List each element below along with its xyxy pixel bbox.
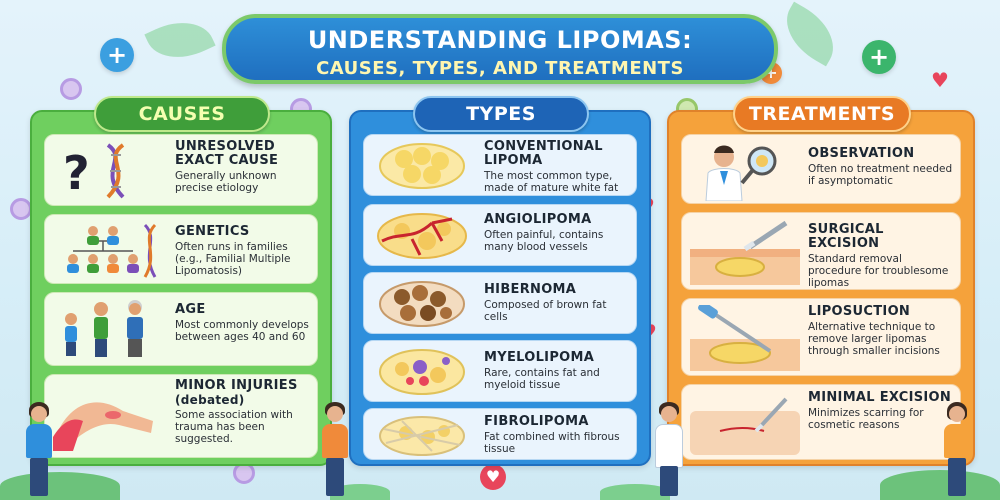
treatment-card-minimal: MINIMAL EXCISION Minimizes scarring for …: [681, 384, 961, 460]
grass-decoration: [330, 484, 390, 500]
treatment-card-surgical: SURGICAL EXCISION Standard removal proce…: [681, 212, 961, 290]
treatment-description: Minimizes scarring for cosmetic reasons: [808, 407, 924, 431]
treatment-card-liposuction: LIPOSUCTION Alternative technique to rem…: [681, 298, 961, 376]
treatments-header: TREATMENTS: [733, 96, 911, 132]
heart-pulse-icon: ♥: [480, 464, 506, 490]
heart-icon: ♥: [931, 68, 949, 92]
svg-text:?: ?: [63, 146, 90, 200]
type-card-myelolipoma: MYELOLIPOMA Rare, contains fat and myelo…: [363, 340, 637, 402]
types-column: TYPES CONVENTIONAL LIPOMA The most commo…: [349, 96, 651, 466]
leaf-decoration: [774, 1, 846, 67]
cell-decoration: [60, 78, 82, 100]
cause-description: Often runs in families (e.g., Familial M…: [175, 241, 291, 277]
cause-card-injuries: MINOR INJURIES (debated) Some associatio…: [44, 374, 318, 458]
treatment-title: OBSERVATION: [808, 146, 915, 161]
page-title: UNDERSTANDING LIPOMAS:: [307, 26, 693, 54]
cause-card-age: AGE Most commonly develops between ages …: [44, 292, 318, 366]
cause-title: AGE: [175, 302, 206, 317]
type-description: The most common type, made of mature whi…: [484, 170, 619, 194]
brown-fat-cells-icon: [372, 279, 472, 329]
doctor-figure-illustration: [652, 402, 686, 498]
treatment-title: MINIMAL EXCISION: [808, 390, 952, 405]
cause-description: Generally unknown precise etiology: [175, 170, 277, 194]
type-card-angiolipoma: ANGIOLIPOMA Often painful, contains many…: [363, 204, 637, 266]
fibrous-fat-icon: [372, 415, 472, 457]
treatment-card-observation: OBSERVATION Often no treatment needed if…: [681, 134, 961, 204]
cause-description: Most commonly develops between ages 40 a…: [175, 319, 309, 343]
type-title: FIBROLIPOMA: [484, 414, 589, 429]
cause-subtitle: (debated): [175, 393, 245, 407]
treatment-description: Often no treatment needed if asymptomati…: [808, 163, 953, 187]
type-description: Rare, contains fat and myeloid tissue: [484, 367, 600, 391]
small-incision-icon: [690, 391, 800, 455]
treatment-description: Standard removal procedure for troubleso…: [808, 253, 949, 289]
type-description: Often painful, contains many blood vesse…: [484, 229, 604, 253]
woman-with-clipboard-illustration: [940, 402, 974, 498]
treatment-title: SURGICAL EXCISION: [808, 222, 884, 251]
age-people-icon: [53, 299, 153, 361]
doctor-magnifier-icon: [690, 141, 790, 202]
question-dna-icon: ?: [53, 141, 153, 200]
myeloid-tissue-icon: [372, 347, 472, 397]
cause-card-unresolved: ? UNRESOLVED EXACT CAUSE Generally unkno…: [44, 134, 318, 206]
cause-title: MINOR INJURIES: [175, 378, 298, 393]
page-subtitle: CAUSES, TYPES, AND TREATMENTS: [316, 58, 684, 79]
leaf-decoration: [144, 9, 216, 71]
type-title: HIBERNOMA: [484, 282, 577, 297]
type-title: CONVENTIONAL LIPOMA: [484, 139, 603, 168]
woman-figure-illustration: [22, 402, 56, 498]
type-title: MYELOLIPOMA: [484, 350, 595, 365]
cell-decoration: [10, 198, 32, 220]
family-tree-icon: [53, 221, 157, 278]
treatments-column: TREATMENTS OBSERVATION Often no treatmen…: [667, 96, 975, 466]
type-card-fibrolipoma: FIBROLIPOMA Fat combined with fibrous ti…: [363, 408, 637, 460]
treatment-title: LIPOSUCTION: [808, 304, 911, 319]
type-description: Composed of brown fat cells: [484, 299, 607, 323]
types-header: TYPES: [413, 96, 589, 132]
medical-cross-icon: +: [862, 40, 896, 74]
blood-vessel-fat-icon: [372, 211, 472, 261]
causes-column: CAUSES ? UNRESOLVED EXACT CAUSE Generall…: [30, 96, 332, 466]
type-card-conventional: CONVENTIONAL LIPOMA The most common type…: [363, 134, 637, 196]
medical-cross-icon: +: [100, 38, 134, 72]
cause-title: GENETICS: [175, 224, 250, 239]
type-description: Fat combined with fibrous tissue: [484, 431, 620, 455]
grass-decoration: [0, 472, 120, 500]
presenter-figure-illustration: [318, 402, 352, 498]
cannula-icon: [690, 301, 800, 371]
type-title: ANGIOLIPOMA: [484, 212, 592, 227]
title-banner: UNDERSTANDING LIPOMAS: CAUSES, TYPES, AN…: [222, 14, 778, 84]
cause-description: Some association with trauma has been su…: [175, 409, 293, 445]
scalpel-skin-icon: [690, 219, 800, 285]
grass-decoration: [880, 470, 1000, 500]
cause-title: UNRESOLVED EXACT CAUSE: [175, 139, 279, 168]
injured-arm-icon: [53, 381, 153, 451]
type-card-hibernoma: HIBERNOMA Composed of brown fat cells: [363, 272, 637, 334]
causes-header: CAUSES: [94, 96, 270, 132]
cause-card-genetics: GENETICS Often runs in families (e.g., F…: [44, 214, 318, 284]
white-fat-cells-icon: [372, 141, 472, 191]
treatment-description: Alternative technique to remove larger l…: [808, 321, 940, 357]
grass-decoration: [600, 484, 670, 500]
